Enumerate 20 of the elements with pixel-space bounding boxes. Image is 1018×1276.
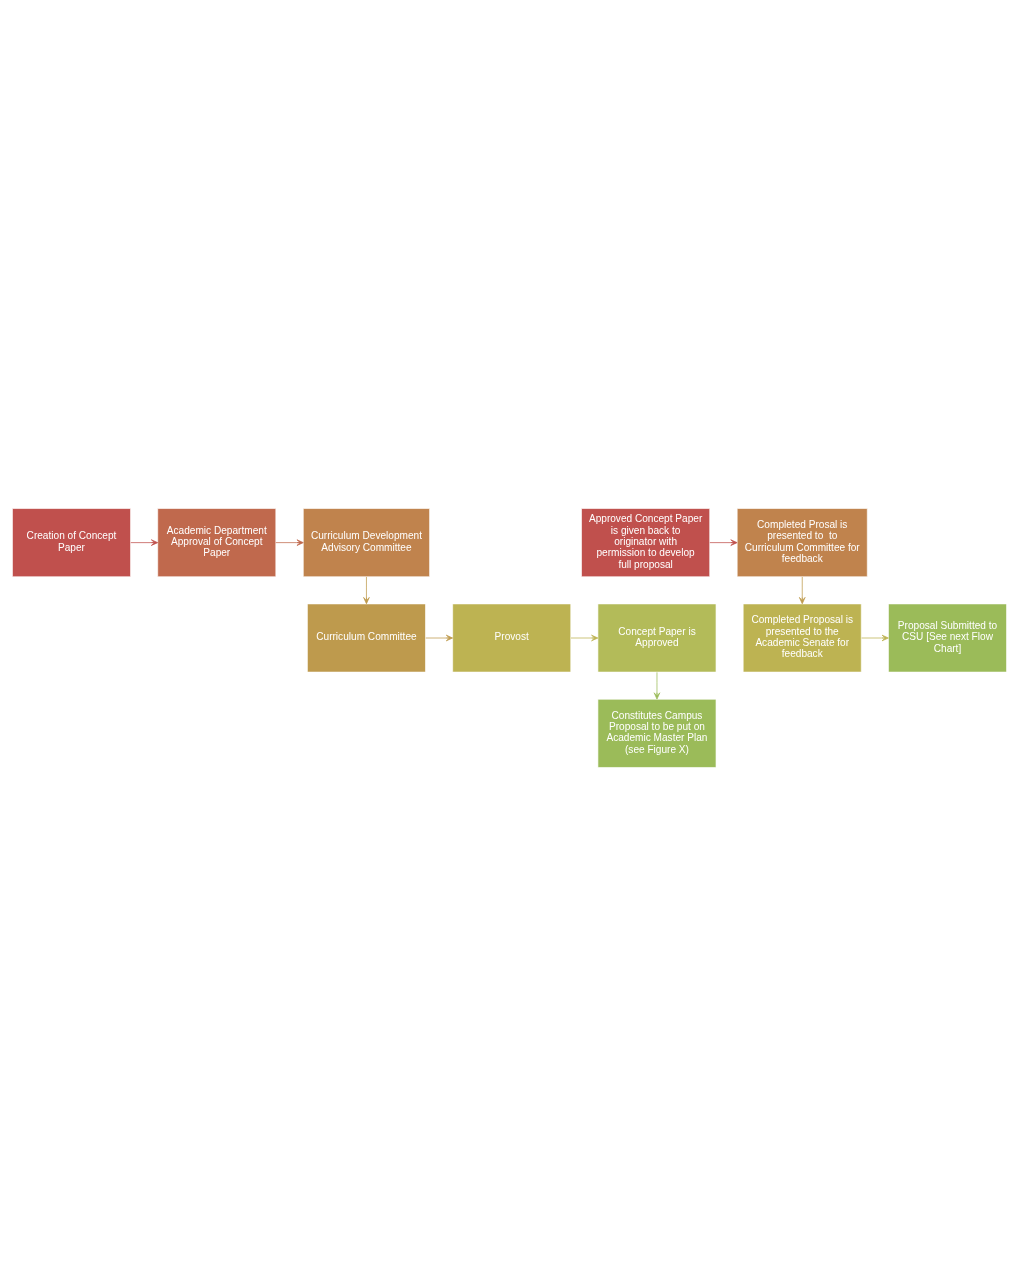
arrow <box>129 539 158 546</box>
node-box: Completed Prosal is presented to to Curriculum Committee for feedback <box>736 508 868 578</box>
node-box: Approved Concept Paper is given back to originator with permission to develop full proposal <box>580 508 710 578</box>
arrow <box>274 539 304 546</box>
arrow <box>798 576 805 605</box>
node-box: Curriculum Development Advisory Committee <box>302 508 430 578</box>
arrow <box>362 576 370 605</box>
node-box: Academic Department Approval of Concept Paper <box>156 508 276 578</box>
node-box: Constitutes Campus Proposal to be put on Academic Master Plan (see Figure X) <box>597 698 716 768</box>
node-box: Creation of Concept Paper <box>11 508 131 578</box>
node-box: Concept Paper is Approved <box>597 603 716 673</box>
arrow <box>860 634 889 642</box>
node-box: Proposal Submitted to CSU [See next Flow Chart] <box>887 603 1007 673</box>
arrow <box>708 539 737 546</box>
arrow <box>653 671 660 700</box>
node-box: Curriculum Committee <box>306 603 426 673</box>
arrow <box>570 634 598 642</box>
node-box: Provost <box>451 603 571 673</box>
arrow <box>424 634 453 642</box>
node-box: Completed Proposal is presented to the Academic Senate for feedback <box>742 603 862 673</box>
